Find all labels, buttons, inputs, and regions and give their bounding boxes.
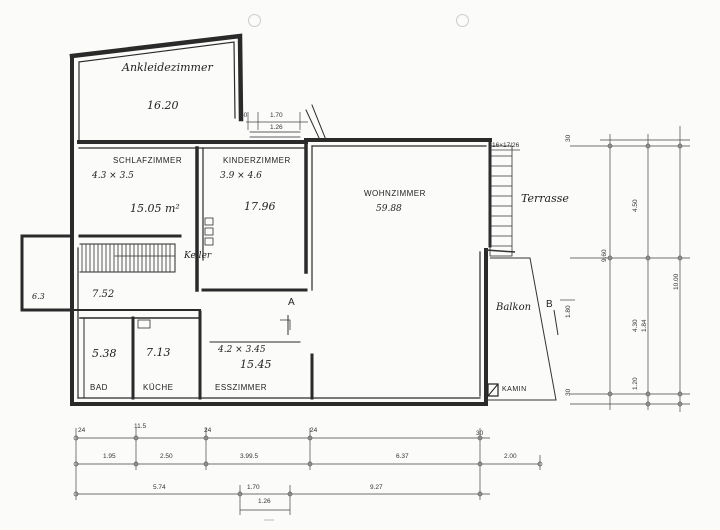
dim-b-r2b: 2.50: [160, 453, 173, 460]
flur-b: 7.52: [92, 289, 115, 300]
dim-r-c: 9.60: [601, 249, 608, 262]
dim-r-a: 30: [565, 134, 572, 142]
punch-hole: [248, 14, 261, 27]
dim-b-r2c: 3.99.5: [240, 453, 259, 460]
dim-b-r2a: 1.95: [103, 453, 116, 460]
punch-hole: [456, 14, 469, 27]
flur-a: 6.3: [32, 292, 45, 301]
ankleide-name: Ankleidezimmer: [122, 61, 213, 74]
schlaf-dims: 4.3 × 3.5: [92, 171, 134, 181]
ess-dims: 4.2 × 3.45: [218, 345, 266, 355]
ess-area: 15.45: [240, 358, 272, 371]
kinder-dims: 3.9 × 4.6: [220, 171, 262, 181]
dim-top-126: 1.26: [270, 124, 283, 131]
dim-r-g: 1.84: [641, 319, 648, 332]
dim-b-r3a: 5.74: [153, 484, 166, 491]
bad-name: BAD: [90, 383, 108, 392]
dim-b-r3d: 9.27: [370, 484, 383, 491]
dim-b-r1d: 24: [310, 427, 318, 434]
schlaf-name: SCHLAFZIMMER: [113, 156, 183, 165]
dim-b-r3c: 1.26: [258, 498, 271, 505]
dim-b-r1a: 24: [78, 427, 86, 434]
dim-top-50: 50: [240, 112, 248, 119]
kamin-symbol: [487, 383, 499, 397]
dim-b-r1c: 24: [204, 427, 212, 434]
kueche-name: KÜCHE: [143, 383, 174, 392]
dim-r-f: 4.30: [632, 319, 639, 332]
dim-top-170: 1.70: [270, 112, 283, 119]
kinder-area: 17.96: [244, 200, 276, 213]
ess-name: ESSZIMMER: [215, 383, 268, 392]
dim-b-r3b: 1.70: [247, 484, 260, 491]
dim-stair: 16×17/26: [492, 142, 520, 149]
keller-label: Keller: [184, 251, 212, 261]
dim-b-r1e: 30: [476, 430, 484, 437]
marker-a: A: [288, 297, 295, 308]
terrasse-label: Terrasse: [521, 192, 569, 205]
dim-r-h: 1.20: [632, 377, 639, 390]
dim-b-r2e: 2.00: [504, 453, 517, 460]
dim-b-r1b: 11.5: [134, 423, 147, 430]
dim-r-e: 1.80: [565, 305, 572, 318]
kamin-label: KAMIN: [502, 386, 527, 393]
balkon-label: Balkon: [496, 302, 532, 313]
dim-r-i: 30: [565, 388, 572, 396]
dim-r-b: 4.50: [632, 199, 639, 212]
wohn-area: 59.88: [376, 204, 402, 214]
bad-area: 5.38: [92, 347, 117, 360]
ankleide-area: 16.20: [147, 99, 179, 112]
schlaf-area: 15.05 m²: [130, 202, 180, 215]
kueche-area: 7.13: [146, 346, 171, 359]
kinder-name: KINDERZIMMER: [223, 156, 291, 165]
wohn-name: WOHNZIMMER: [364, 189, 426, 198]
dim-b-r2d: 6.37: [396, 453, 409, 460]
marker-b: B: [546, 299, 553, 310]
dim-r-d: 10.00: [673, 273, 680, 290]
